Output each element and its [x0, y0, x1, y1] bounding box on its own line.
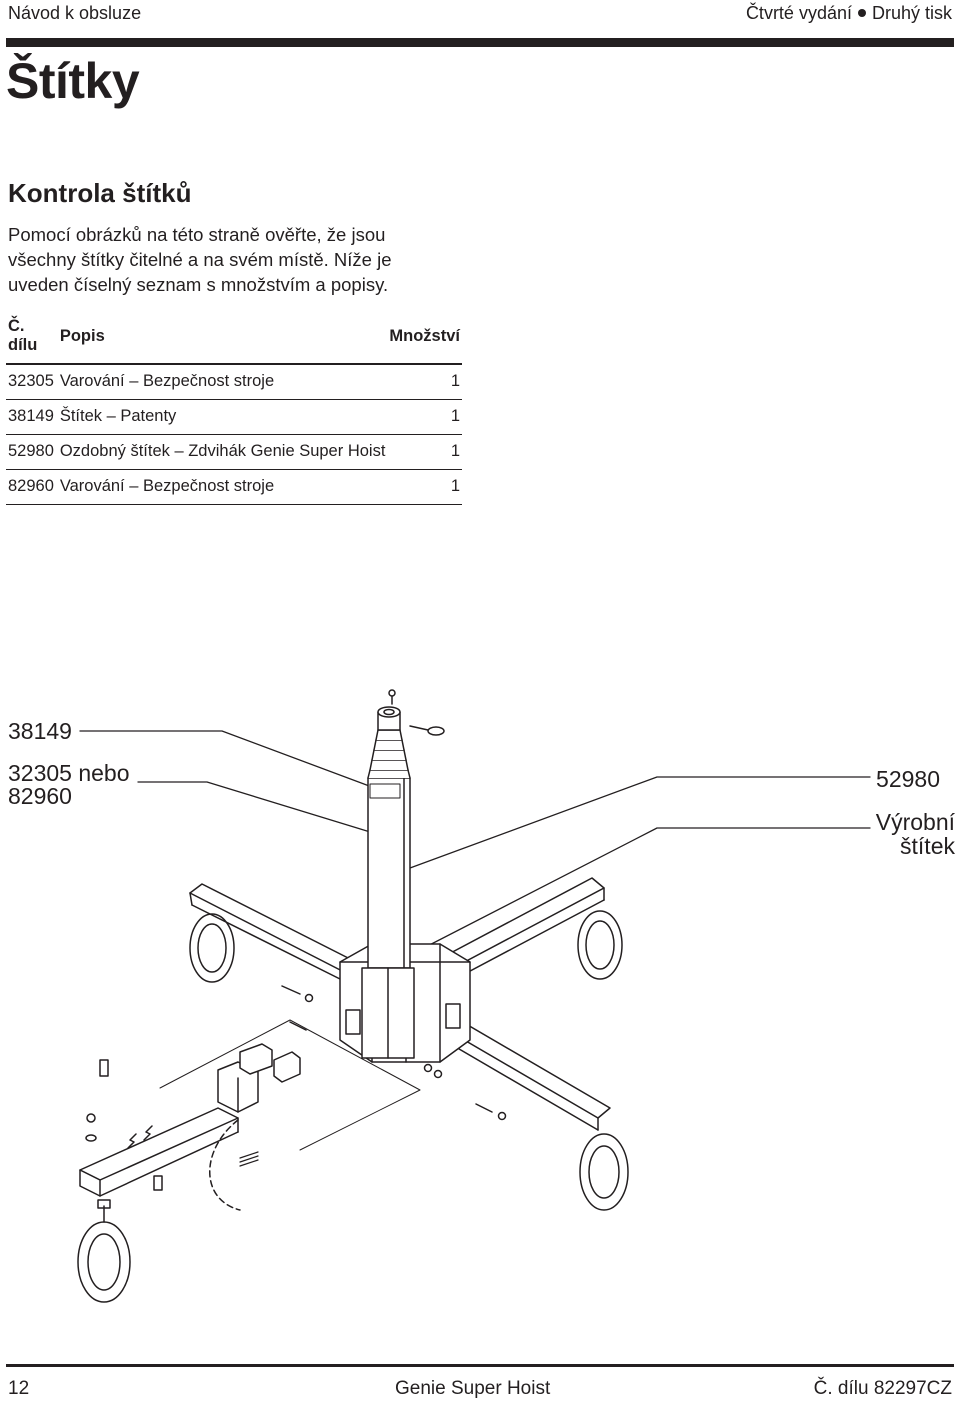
callout-serial-line1: Výrobní: [875, 809, 955, 835]
cell-desc: Varování – Bezpečnost stroje: [57, 364, 388, 400]
table-header-row: Č. dílu Popis Množství: [6, 313, 462, 365]
cell-part: 32305: [6, 364, 58, 400]
callout-82960: 82960: [8, 783, 72, 809]
cell-qty: 1: [387, 434, 462, 470]
cell-desc: Ozdobný štítek – Zdvihák Genie Super Hoi…: [57, 434, 388, 470]
cell-qty: 1: [387, 364, 462, 400]
page-title: Štítky: [6, 53, 140, 109]
section-title: Kontrola štítků: [8, 178, 192, 208]
labels-table: Č. dílu Popis Množství 32305 Varování – …: [6, 313, 462, 505]
section-intro: Pomocí obrázků na této straně ověřte, že…: [8, 224, 392, 295]
col-header-desc: Popis: [57, 313, 388, 365]
table-row: 82960 Varování – Bezpečnost stroje 1: [6, 469, 462, 505]
header-rule: [6, 38, 954, 47]
table-row: 52980 Ozdobný štítek – Zdvihák Genie Sup…: [6, 434, 462, 470]
caster-wheels: [77, 910, 629, 1303]
cell-part: 38149: [6, 399, 58, 435]
col-header-part: Č. dílu: [6, 313, 58, 365]
footer-page-number: 12: [8, 1378, 30, 1399]
table-row: 38149 Štítek – Patenty 1: [6, 399, 462, 435]
header-edition-text: Čtvrté vydání: [745, 3, 852, 23]
callout-38149: 38149: [8, 718, 72, 744]
callout-32305: 32305 nebo: [8, 760, 130, 786]
cell-part: 52980: [6, 434, 58, 470]
table-row: 32305 Varování – Bezpečnost stroje 1: [6, 364, 462, 400]
hoist-drawing: [77, 689, 871, 1303]
hardware-parts: [85, 985, 507, 1191]
footer-part-number: Č. dílu 82297CZ: [813, 1378, 952, 1399]
cell-desc: Varování – Bezpečnost stroje: [57, 469, 388, 505]
cell-part: 82960: [6, 469, 58, 505]
cell-qty: 1: [387, 469, 462, 505]
header-manual-title: Návod k obsluze: [8, 3, 142, 23]
footer-product: Genie Super Hoist: [395, 1378, 551, 1399]
col-header-qty: Množství: [387, 313, 462, 365]
callout-52980: 52980: [876, 766, 940, 792]
cell-desc: Štítek – Patenty: [57, 399, 388, 435]
bullet-icon: [857, 9, 866, 18]
header-edition: Čtvrté vydání Druhý tisk: [746, 3, 952, 24]
base-legs: [79, 877, 611, 1211]
callout-serial-line2: štítek: [900, 833, 955, 859]
cell-qty: 1: [387, 399, 462, 435]
mast: [361, 689, 445, 1059]
callout-leaders: [79, 730, 871, 956]
footer-rule: [6, 1364, 954, 1367]
header-print-text: Druhý tisk: [871, 3, 952, 23]
